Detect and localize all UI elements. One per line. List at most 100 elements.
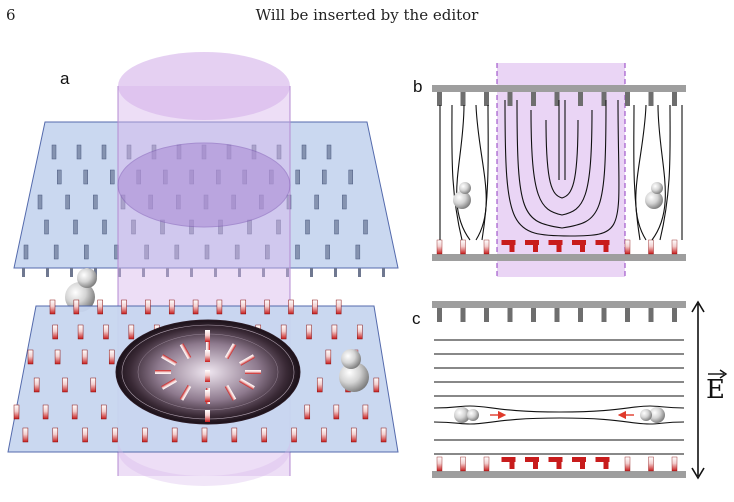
running-head: Will be inserted by the editor [255,6,479,24]
director-lines-c [433,339,685,455]
rod [51,144,57,160]
rod [224,343,237,360]
sphere-small [77,268,97,288]
rod [321,427,327,443]
disk-rods [155,330,261,422]
rod [174,244,180,260]
rod [103,324,109,340]
rod [507,92,513,106]
rod [525,457,539,462]
rod [373,377,380,393]
rod [171,427,178,443]
rod [501,457,516,462]
rod [305,219,310,235]
field-arrow-head-bottom [691,467,705,480]
rod [53,244,59,260]
rod [334,219,339,235]
rod [262,268,265,277]
rod [166,268,169,277]
rod [672,308,677,322]
rod [77,324,84,340]
rod [333,404,340,420]
rod [335,299,342,315]
rod [101,144,107,160]
rod [334,268,337,277]
rod [142,427,148,443]
rod [81,349,88,365]
rod [601,92,607,106]
rod [179,384,192,401]
rod [436,239,443,255]
rod [460,239,466,255]
rod [525,240,539,245]
rod [112,427,118,443]
rod [624,239,631,255]
rod [507,308,513,322]
panel-a: a [7,52,399,486]
rod [314,194,319,210]
rod [326,144,332,160]
rod [234,244,240,260]
panel-label-c: c [412,309,421,328]
rod [295,244,300,260]
rod [33,377,40,393]
rod [648,456,654,472]
rod [355,244,361,260]
rod [380,427,387,443]
rod [291,427,297,443]
rod [363,219,368,235]
sphere-small [459,182,471,194]
rod [214,268,217,277]
rod [52,324,58,340]
rod [554,308,560,322]
cylinder-top [118,52,290,120]
rod [280,324,287,340]
rod [306,324,312,340]
sphere-small [341,349,361,369]
rod [128,324,135,340]
panel-b: b [413,63,686,277]
rod [42,404,49,420]
rod [533,240,538,252]
rod [286,268,289,277]
rod [325,349,332,365]
rod [625,92,630,106]
rod [238,268,241,277]
cylinder-bottom [118,440,290,486]
rod [231,427,238,443]
rod [603,240,609,252]
rod [437,92,442,106]
rod [554,92,560,106]
rod [224,384,237,401]
particle-c-left [454,407,479,423]
rod [295,169,300,185]
rod [161,354,177,366]
rod [190,268,193,277]
rod [93,194,98,210]
top-anchor-rods-c [437,308,677,322]
rod [350,427,357,443]
rod [205,370,210,382]
rod [484,92,489,106]
rod [145,299,151,315]
rod [54,349,61,365]
rod [27,349,34,365]
rod [580,240,585,252]
rod [57,169,62,185]
rod [97,299,103,315]
rod [509,457,515,469]
rod [65,194,70,210]
rod [84,244,89,260]
rod [601,308,607,322]
rod [71,404,78,420]
field-vector-tip [719,369,728,379]
sphere-large [453,191,471,209]
rod [578,92,583,106]
rod [531,92,536,106]
rod [73,219,78,235]
rod [331,324,338,340]
rod [245,370,261,374]
rod [205,390,210,402]
hanging-rods [22,268,385,277]
rod [265,244,270,260]
